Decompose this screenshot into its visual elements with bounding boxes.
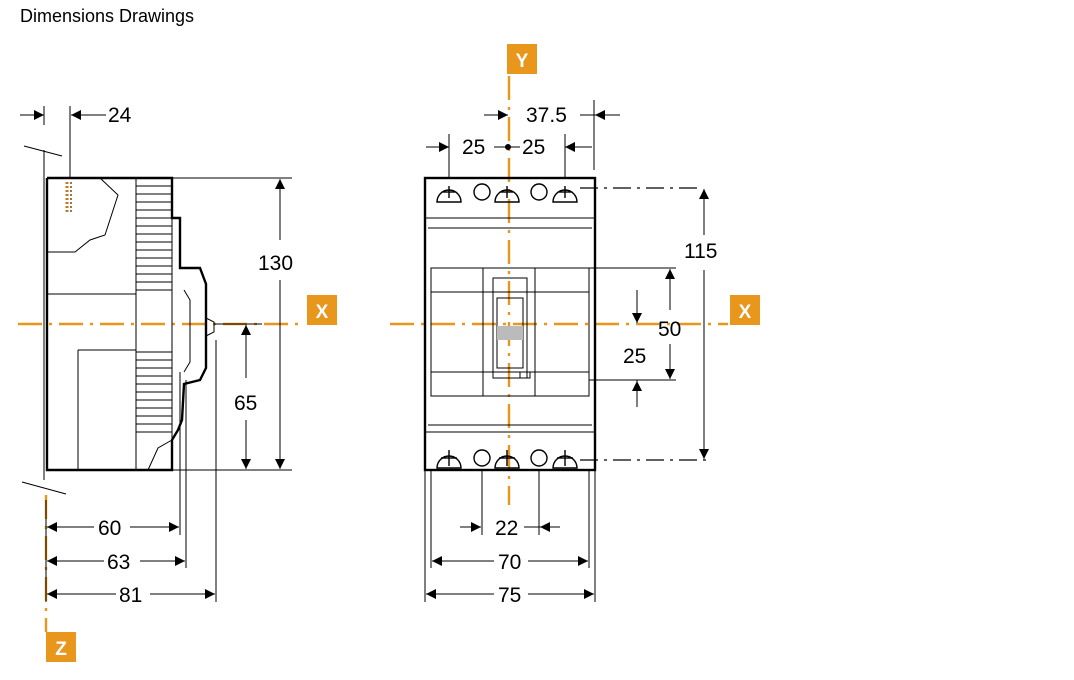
axis-x-badge-left: X — [307, 295, 337, 325]
dim-front-25-left: 25 — [462, 136, 485, 159]
dim-front-70: 70 — [498, 551, 521, 574]
dim-side-65: 65 — [234, 392, 257, 415]
dim-front-37-5: 37.5 — [526, 104, 567, 127]
dim-front-25-right: 25 — [522, 136, 545, 159]
dim-front-22: 22 — [495, 517, 518, 540]
axis-x-badge-right: X — [730, 295, 760, 325]
svg-text:X: X — [316, 302, 329, 323]
dim-side-24: 24 — [108, 104, 132, 127]
dim-front-25-vertical: 25 — [623, 345, 646, 368]
dim-front-115: 115 — [684, 240, 717, 263]
dim-side-130: 130 — [258, 252, 293, 275]
front-view: 37.5 25 25 115 50 25 22 70 75 — [423, 100, 717, 607]
axis-lines — [18, 76, 728, 632]
dim-front-50: 50 — [658, 318, 681, 341]
dim-side-63: 63 — [107, 551, 130, 574]
axis-z-badge: Z — [46, 632, 76, 662]
dim-side-81: 81 — [119, 584, 142, 607]
svg-text:Y: Y — [516, 51, 529, 72]
page-title: Dimensions Drawings — [20, 6, 195, 26]
svg-text:Z: Z — [55, 639, 67, 660]
svg-text:X: X — [739, 302, 752, 323]
dim-front-75: 75 — [498, 584, 521, 607]
axis-y-badge: Y — [507, 44, 537, 74]
dim-side-60: 60 — [98, 517, 121, 540]
side-view: 24 130 65 60 63 81 — [20, 104, 293, 607]
